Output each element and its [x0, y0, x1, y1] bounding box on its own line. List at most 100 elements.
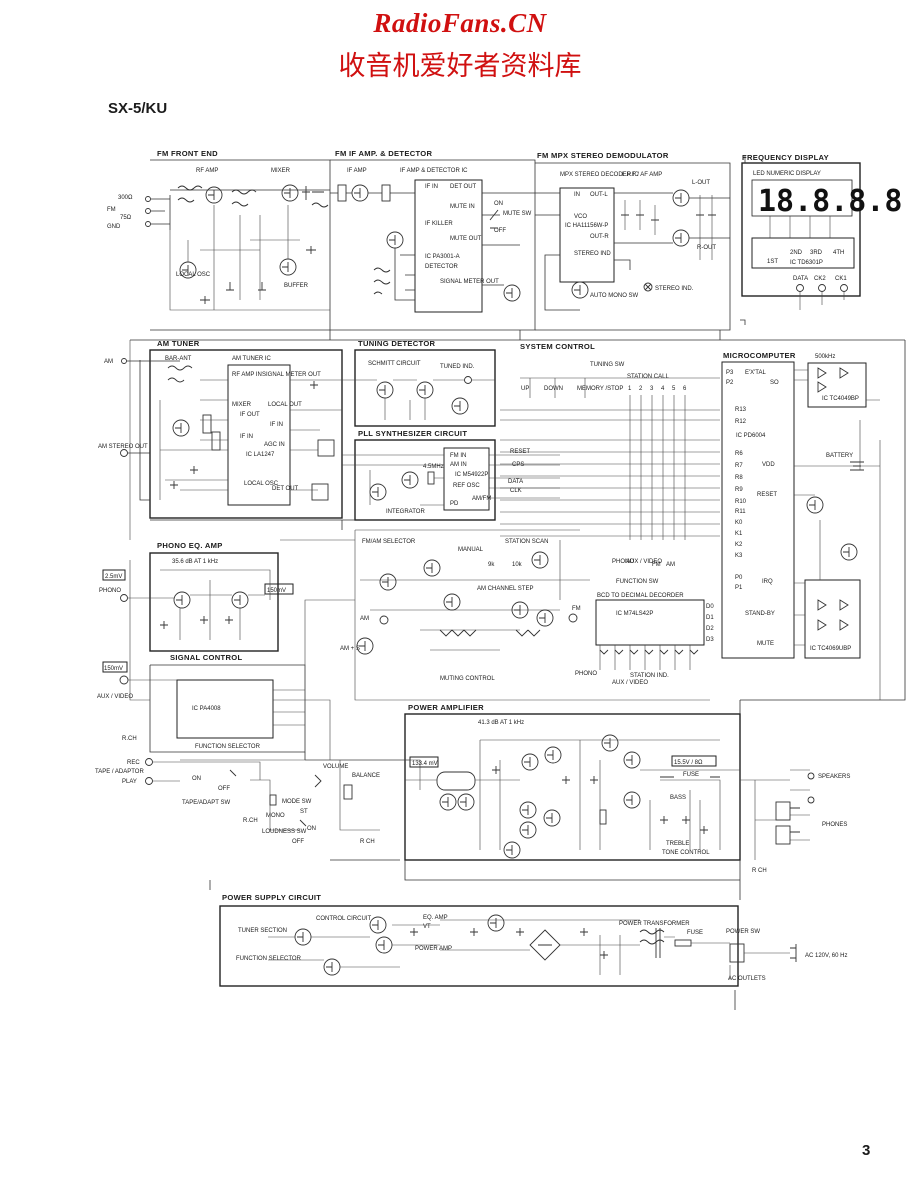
- label: STATION CALL: [627, 374, 669, 380]
- grid-label: 2ND: [790, 250, 803, 256]
- label: BATTERY: [826, 453, 853, 459]
- ic-pin: IRQ: [762, 579, 773, 585]
- label: STATION SCAN: [505, 539, 548, 545]
- block-title: MICROCOMPUTER: [723, 351, 796, 360]
- label: PHONES: [822, 822, 847, 828]
- label: RF AMP: [196, 168, 218, 174]
- label: OFF: [494, 228, 506, 234]
- label: OFF: [292, 839, 304, 845]
- model-number: SX-5/KU: [108, 100, 168, 117]
- ant-label: FM: [107, 207, 116, 213]
- label: LED NUMERIC DISPLAY: [753, 171, 821, 177]
- label: AUX / VIDEO: [97, 694, 133, 700]
- ic-pin: FM IN: [450, 453, 466, 459]
- block-title: PHONO EQ. AMP: [157, 541, 223, 550]
- station-number: 3: [650, 386, 654, 392]
- label: SCHMITT CIRCUIT: [368, 361, 421, 367]
- ic-pin: RF AMP IN: [232, 372, 262, 378]
- label: TUNER SECTION: [238, 928, 287, 934]
- station-number: 1: [628, 386, 632, 392]
- ic-pin: P0: [735, 575, 743, 581]
- label: FUNCTION SELECTOR: [236, 956, 302, 962]
- label: FUSE: [687, 930, 703, 936]
- ic-pin: AM IN: [450, 462, 467, 468]
- ic-pin: OUT-R: [590, 234, 609, 240]
- phono-eq-block: PHONO EQ. AMP 35.6 dB AT 1 kHz 2.5mV PHO…: [99, 541, 294, 652]
- ic-pin: K0: [735, 520, 743, 526]
- ic-pin: R11: [735, 509, 746, 515]
- fm-mpx-block: FM MPX STEREO DEMODULATOR MPX STEREO DEC…: [535, 151, 731, 331]
- ic-pin: P3: [726, 370, 734, 376]
- site-title: RadioFans.CN: [373, 8, 547, 38]
- label: IF AMP & DETECTOR IC: [400, 168, 468, 174]
- label: LOCAL OSC: [176, 272, 211, 278]
- ic-pin: R7: [735, 463, 743, 469]
- level-label: 150mV: [267, 588, 286, 594]
- ic-pin: SIGNAL METER OUT: [440, 279, 499, 285]
- label: AM CHANNEL STEP: [477, 586, 533, 592]
- label: FM: [572, 606, 581, 612]
- grid-label: 1ST: [767, 259, 778, 265]
- label: EQ. AMP: [423, 915, 448, 921]
- label: TAPE/ADAPT SW: [182, 800, 230, 806]
- label: PHONO: [575, 671, 597, 677]
- label: R-OUT: [697, 245, 716, 251]
- label: OFF: [218, 786, 230, 792]
- block-title: TUNING DETECTOR: [358, 339, 436, 348]
- ic-pin: K3: [735, 553, 743, 559]
- ic-name: IC TC4069UBP: [810, 646, 851, 652]
- ic-pin: STEREO IND: [574, 251, 611, 257]
- micro-pins: P3 P2 R13 R12 R6 R7 R8 R9 R10 R11 K0 K1 …: [706, 370, 779, 647]
- label: TUNED IND.: [440, 364, 475, 370]
- station-call-numbers: 1 2 3 4 5 6: [628, 386, 687, 392]
- power-supply-block: POWER SUPPLY CIRCUIT TUNER SECTION FUNCT…: [219, 893, 847, 987]
- label: TREBLE: [666, 841, 689, 847]
- ic-pin: DET OUT: [450, 184, 477, 190]
- system-control-block: SYSTEM CONTROL TUNING SW UP DOWN MEMORY …: [340, 342, 720, 701]
- ic-name: IC LA1247: [246, 452, 275, 458]
- ic-name: IC PA3001-A: [425, 254, 460, 260]
- ic-name: IC TD6301P: [790, 260, 823, 266]
- block-title: FREQUENCY DISPLAY: [742, 153, 829, 162]
- label: REC: [127, 760, 140, 766]
- site-subtitle: 收音机爱好者资料库: [338, 51, 582, 82]
- label: INTEGRATOR: [386, 509, 425, 515]
- ic-pin: OUT-L: [590, 192, 608, 198]
- label: MEMORY /STOP: [577, 386, 623, 392]
- station-number: 6: [683, 386, 687, 392]
- grid-label: 4TH: [833, 250, 844, 256]
- label: 10k: [512, 562, 523, 568]
- label: AC 120V, 60 Hz: [805, 953, 847, 959]
- block-title: PLL SYNTHESIZER CIRCUIT: [358, 429, 467, 438]
- label: 500kHz: [815, 354, 835, 360]
- ic-pin: CK1: [835, 276, 847, 282]
- ic-pin: IF IN: [240, 434, 253, 440]
- label: 41.3 dB AT 1 kHz: [478, 720, 524, 726]
- label: VOLUME: [323, 764, 348, 770]
- ic-pin: D2: [706, 626, 714, 632]
- ic-pin: DETECTOR: [425, 264, 459, 270]
- label: FUNCTION SELECTOR: [195, 744, 261, 750]
- ic-pin: R6: [735, 451, 743, 457]
- ic-pin: MUTE OUT: [450, 236, 482, 242]
- ic-pin: D0: [706, 604, 714, 610]
- label: TONE CONTROL: [662, 850, 710, 856]
- label: AUX / VIDEO: [612, 680, 648, 686]
- ant-label: 75Ω: [120, 215, 132, 221]
- am-tuner-block: AM TUNER BAR-ANT AM TUNER IC RF AMP IN M…: [98, 339, 343, 519]
- label: BASS: [670, 795, 686, 801]
- label: MODE SW: [282, 799, 312, 805]
- label: AM: [360, 616, 369, 622]
- label: BUFFER: [284, 283, 309, 289]
- ic-pin: IF OUT: [240, 412, 260, 418]
- block-title: FM IF AMP. & DETECTOR: [335, 149, 433, 158]
- ic-pin: AM/FM: [472, 496, 491, 502]
- tuning-detector-block: TUNING DETECTOR SCHMITT CIRCUIT TUNED IN…: [342, 339, 496, 427]
- ic-name: IC PD6004: [736, 433, 766, 439]
- ic-pin: MUTE: [757, 641, 774, 647]
- label: MANUAL: [458, 547, 484, 553]
- ic-name: IC M54922P: [455, 472, 488, 478]
- station-number: 5: [672, 386, 676, 392]
